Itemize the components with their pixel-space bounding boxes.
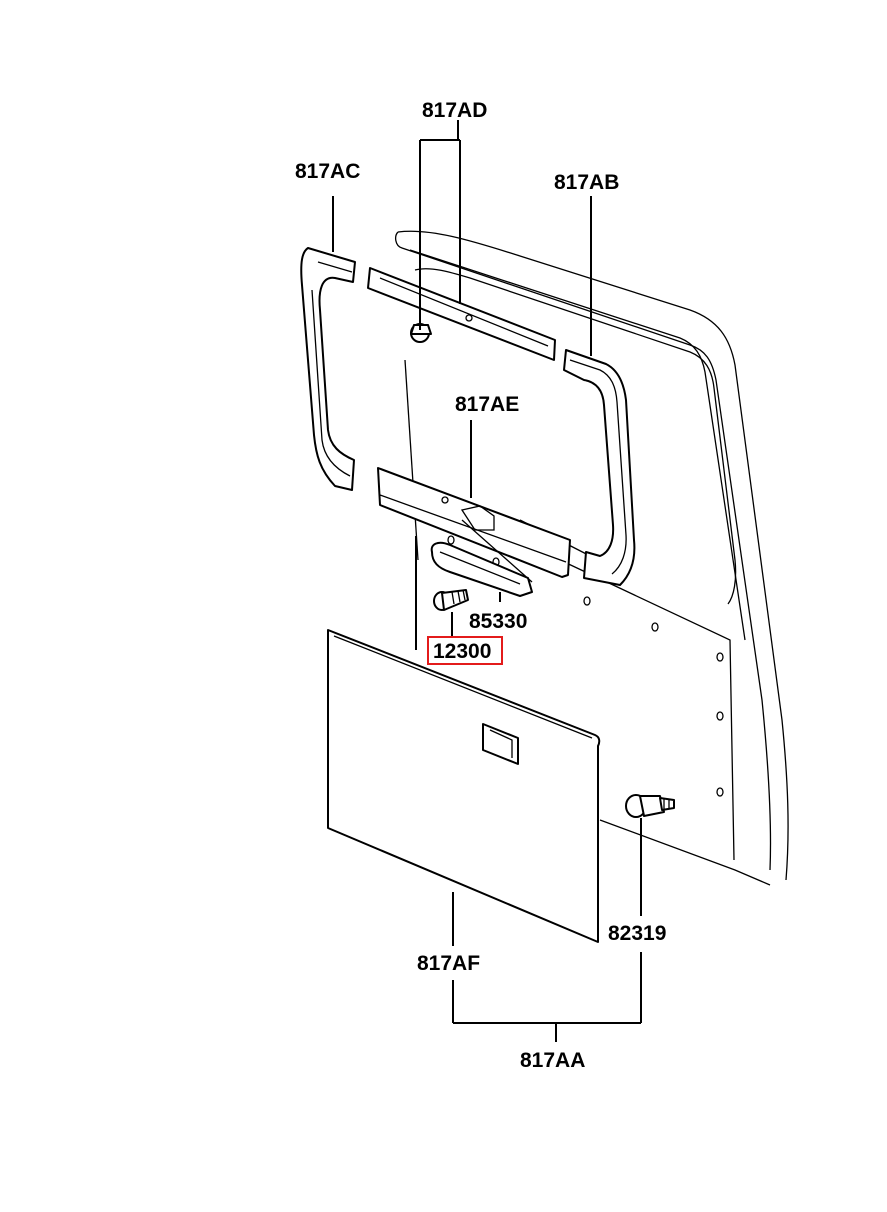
back-door-panel xyxy=(395,230,789,886)
label-817AD: 817AD xyxy=(422,99,487,122)
label-12300: 12300 xyxy=(433,640,491,663)
right-side-garnish xyxy=(563,349,636,586)
label-85330: 85330 xyxy=(469,610,527,633)
label-817AA: 817AA xyxy=(520,1049,585,1072)
trim-clip xyxy=(625,794,675,818)
label-817AB: 817AB xyxy=(554,171,619,194)
upper-garnish xyxy=(367,267,556,361)
highlight-box-12300 xyxy=(427,636,503,665)
trim-board xyxy=(327,629,601,943)
label-817AE: 817AE xyxy=(455,393,519,416)
leader-lines xyxy=(332,120,642,1042)
label-817AF: 817AF xyxy=(417,952,480,975)
label-82319: 82319 xyxy=(608,922,666,945)
left-side-garnish xyxy=(300,247,356,491)
screw xyxy=(433,589,469,611)
lower-garnish xyxy=(377,467,571,578)
label-817AC: 817AC xyxy=(295,160,360,183)
pull-handle xyxy=(430,519,533,597)
